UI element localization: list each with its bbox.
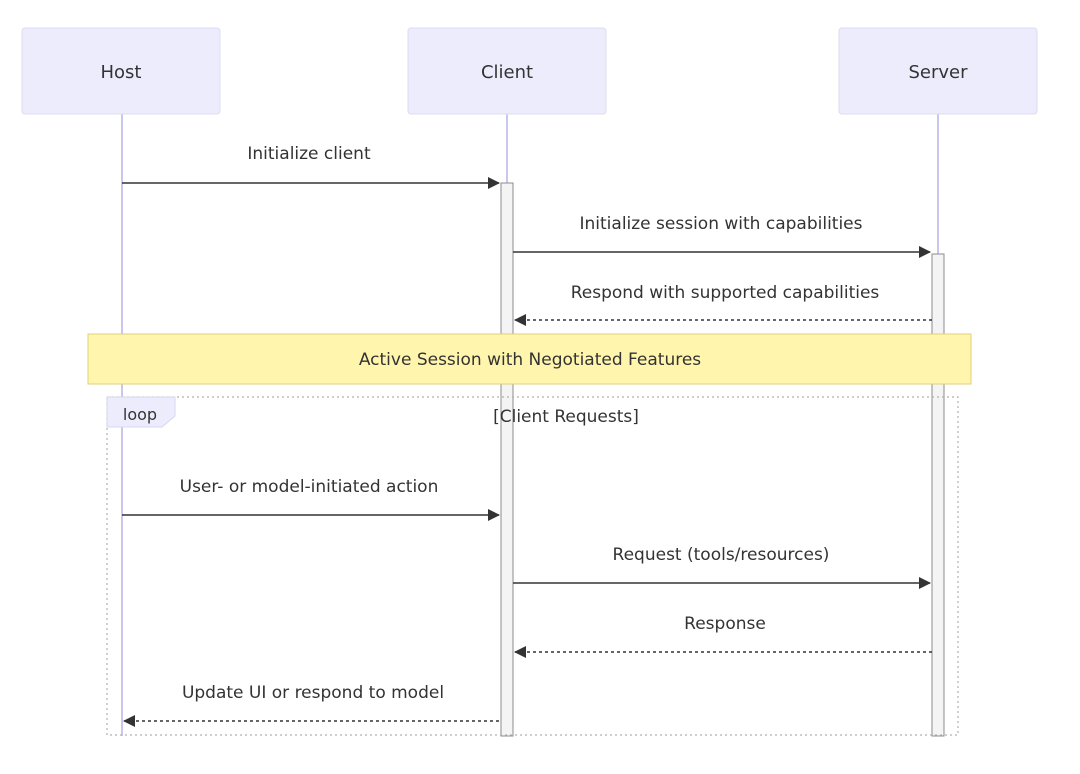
participant-client-label: Client — [481, 62, 533, 83]
message-label: Initialize client — [247, 144, 371, 164]
session-note-text: Active Session with Negotiated Features — [359, 350, 701, 370]
participant-server-label: Server — [908, 62, 968, 83]
client-activation — [500, 182, 514, 737]
message-label: Response — [684, 614, 766, 634]
message-response: Response — [514, 614, 932, 658]
participant-host-label: Host — [101, 62, 142, 83]
participant-client: Client — [407, 27, 607, 115]
message-label: Request (tools/resources) — [613, 545, 830, 565]
message-initialize-client: Initialize client — [122, 144, 500, 189]
message-respond-capabilities: Respond with supported capabilities — [514, 283, 932, 326]
message-label: Respond with supported capabilities — [571, 283, 880, 303]
session-note: Active Session with Negotiated Features — [87, 333, 972, 385]
message-request: Request (tools/resources) — [513, 545, 931, 589]
message-user-action: User- or model-initiated action — [122, 477, 500, 521]
message-label: User- or model-initiated action — [180, 477, 439, 497]
message-update-ui: Update UI or respond to model — [123, 683, 499, 727]
loop-frame: loop [Client Requests] — [106, 396, 959, 736]
loop-condition: [Client Requests] — [493, 407, 639, 427]
loop-tag-label: loop — [123, 405, 157, 424]
participant-host: Host — [21, 27, 221, 115]
participant-server: Server — [838, 27, 1038, 115]
message-initialize-session: Initialize session with capabilities — [513, 214, 931, 258]
message-label: Initialize session with capabilities — [580, 214, 863, 234]
loop-tag — [106, 396, 176, 428]
server-activation — [931, 253, 945, 737]
message-label: Update UI or respond to model — [182, 683, 444, 703]
